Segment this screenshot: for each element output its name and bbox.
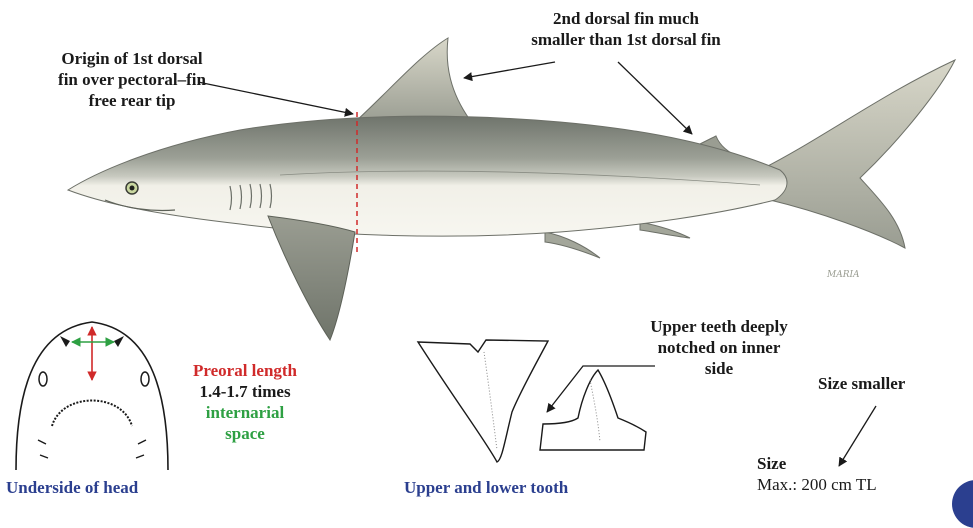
- second-dorsal-arrow-left: [464, 62, 555, 78]
- origin-dorsal-line-2: fin over pectoral–fin: [34, 69, 230, 90]
- space-text: space: [178, 423, 312, 444]
- pectoral-fin: [268, 216, 355, 340]
- origin-dorsal-line-3: free rear tip: [34, 90, 230, 111]
- lower-tooth-drawing: [540, 370, 646, 450]
- internarial-text: internarial: [178, 402, 312, 423]
- nostril-left: [60, 336, 70, 347]
- eye-left: [39, 372, 47, 386]
- second-dorsal-arrow-right: [618, 62, 692, 134]
- underside-head-caption: Underside of head: [6, 478, 138, 498]
- size-block: Size Max.: 200 cm TL: [757, 453, 877, 495]
- second-dorsal-line-1: 2nd dorsal fin much: [520, 8, 732, 29]
- preoral-ratio-text: 1.4-1.7 times: [178, 381, 312, 402]
- second-dorsal-label: 2nd dorsal fin much smaller than 1st dor…: [520, 8, 732, 50]
- preoral-length-text: Preoral length: [178, 360, 312, 381]
- underside-head-drawing: [16, 322, 168, 470]
- pelvic-fin: [545, 232, 600, 258]
- upper-teeth-line-1: Upper teeth deeply: [640, 316, 798, 337]
- preoral-label: Preoral length 1.4-1.7 times internarial…: [178, 360, 312, 444]
- upper-tooth-drawing: [418, 340, 548, 462]
- upper-teeth-line-2: notched on inner: [640, 337, 798, 358]
- jaw: [52, 401, 132, 427]
- upper-teeth-label: Upper teeth deeply notched on inner side: [640, 316, 798, 379]
- eye-right: [141, 372, 149, 386]
- origin-dorsal-line-1: Origin of 1st dorsal: [34, 48, 230, 69]
- origin-dorsal-label: Origin of 1st dorsal fin over pectoral–f…: [34, 48, 230, 111]
- first-dorsal-fin: [355, 38, 470, 123]
- artist-signature: MARIA: [827, 270, 860, 280]
- size-title: Size: [757, 453, 877, 474]
- nostril-right: [114, 336, 124, 347]
- anal-fin: [640, 222, 690, 238]
- caudal-fin: [760, 60, 955, 248]
- second-dorsal-line-2: smaller than 1st dorsal fin: [520, 29, 732, 50]
- size-value: Max.: 200 cm TL: [757, 474, 877, 495]
- size-smaller-label: Size smaller: [818, 373, 905, 394]
- shark-body: [68, 116, 787, 236]
- tooth-caption: Upper and lower tooth: [404, 478, 568, 498]
- upper-teeth-line-3: side: [640, 358, 798, 379]
